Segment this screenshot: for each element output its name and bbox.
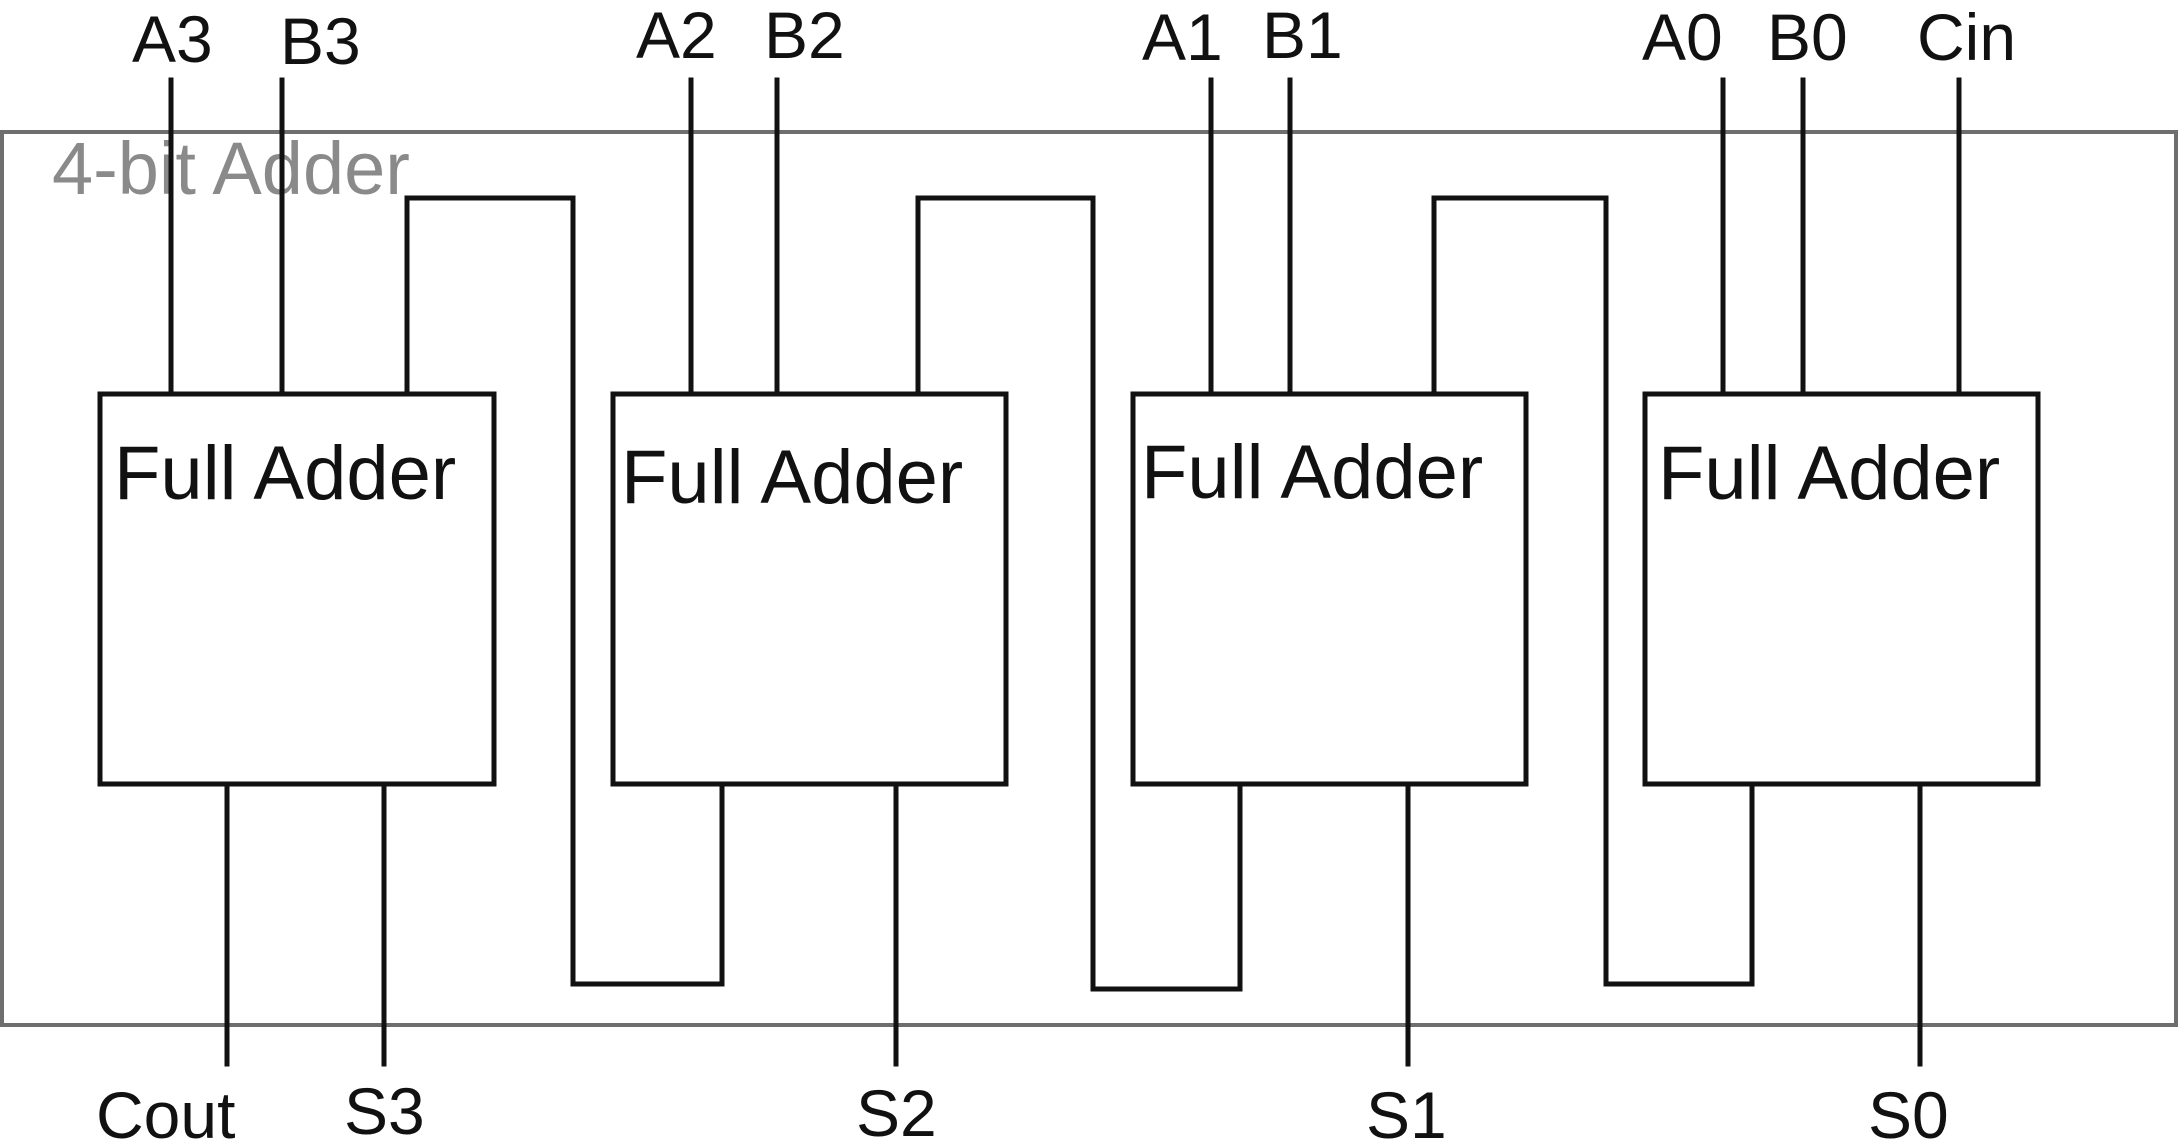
carry-wire-c1 — [1431, 195, 1755, 987]
full-adder-label: Full Adder — [1658, 431, 2000, 516]
full-adder-box — [1642, 391, 2041, 787]
full-adder-label: Full Adder — [621, 435, 963, 520]
full-adder-1: Full Adder — [1130, 391, 1529, 787]
full-adder-box — [610, 391, 1009, 787]
label-b2: B2 — [764, 0, 845, 72]
full-adder-label: Full Adder — [1141, 430, 1483, 515]
full-adder-box — [97, 391, 497, 787]
carry-wires — [404, 195, 1755, 992]
label-s1: S1 — [1366, 1078, 1447, 1144]
label-cout: Cout — [96, 1078, 235, 1144]
label-s2: S2 — [856, 1076, 937, 1144]
full-adder-box — [1130, 391, 1529, 787]
carry-wire-c2 — [915, 195, 1243, 992]
label-a2: A2 — [636, 0, 717, 72]
label-a1: A1 — [1142, 0, 1223, 74]
input-wires — [168, 77, 1962, 397]
carry-wire-c3 — [404, 195, 725, 987]
full-adder-2: Full Adder — [610, 391, 1009, 787]
full-adder-label: Full Adder — [114, 431, 456, 516]
label-b3: B3 — [280, 4, 361, 78]
output-wires — [224, 781, 1923, 1067]
label-cin: Cin — [1917, 0, 2016, 74]
adder-enclosure — [0, 130, 2178, 1027]
input-labels: A3 B3 A2 B2 A1 B1 A0 B0 Cin — [132, 0, 2016, 78]
full-adder-0: Full Adder — [1642, 391, 2041, 787]
label-s3: S3 — [344, 1074, 425, 1144]
diagram-title: 4-bit Adder — [52, 127, 410, 210]
label-s0: S0 — [1868, 1078, 1949, 1144]
label-a3: A3 — [132, 2, 213, 76]
label-b1: B1 — [1262, 0, 1343, 72]
label-b0: B0 — [1767, 0, 1848, 74]
output-labels: Cout S3 S2 S1 S0 — [96, 1074, 1949, 1144]
full-adder-3: Full Adder — [97, 391, 497, 787]
label-a0: A0 — [1642, 0, 1723, 74]
